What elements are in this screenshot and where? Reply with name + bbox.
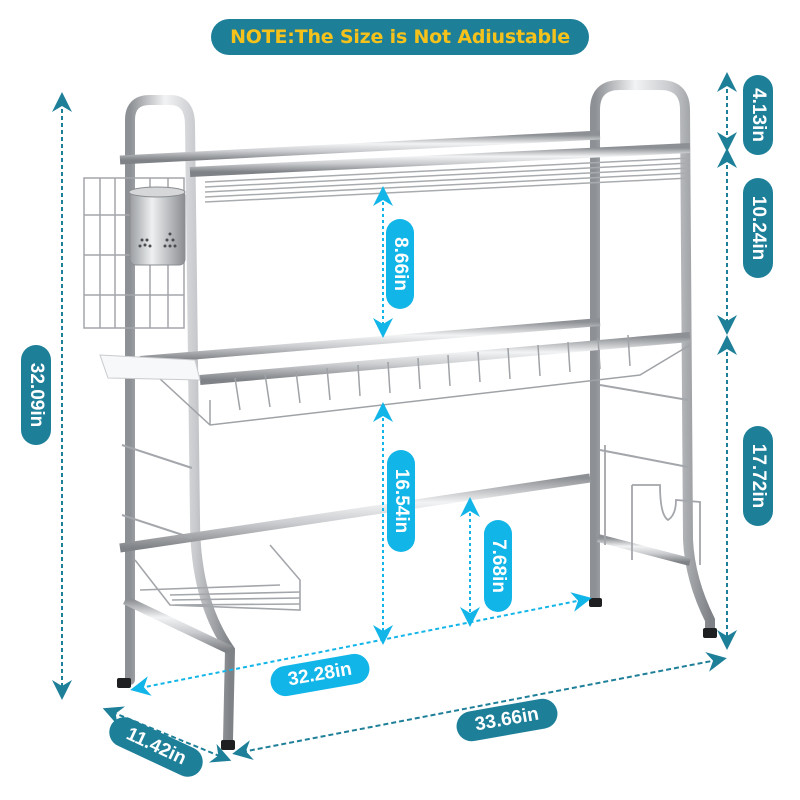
- dimension-label-total-height: 32.09in: [21, 345, 51, 445]
- note-banner: NOTE:The Size is Not Adiustable: [211, 19, 589, 55]
- dimension-label-lower-height-right: 17.72in: [743, 426, 773, 526]
- utensil-cup: [128, 186, 186, 266]
- dimension-label-lower-clearance: 16.54in: [387, 450, 415, 552]
- dimension-label-handle-height: 4.13in: [743, 75, 773, 155]
- dimension-label-upper-tier-right: 10.24in: [743, 178, 773, 278]
- dimension-label-upper-clearance: 8.66in: [386, 219, 414, 309]
- top-shelf-wires: [204, 157, 691, 203]
- lid-holder: [604, 445, 701, 565]
- bottom-basket: [134, 544, 301, 611]
- dimension-label-crossbar-height: 7.68in: [484, 520, 512, 612]
- rack-frame: [83, 80, 717, 750]
- rubber-feet: [117, 598, 717, 750]
- dish-basket-wires: [144, 334, 691, 426]
